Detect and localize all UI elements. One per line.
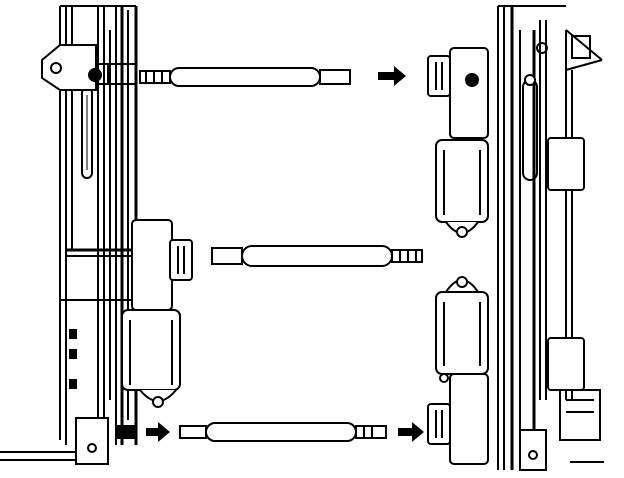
upper-shaft: [139, 67, 351, 87]
right-track-assembly: [497, 5, 604, 471]
middle-shaft: [211, 245, 423, 267]
left-motor-assembly: [121, 219, 193, 408]
lower-shaft: [179, 422, 387, 442]
lower-right-arrow: [398, 422, 424, 442]
lower-left-arrow: [146, 422, 170, 442]
upper-arrow: [378, 66, 406, 86]
right-lower-motor-assembly: [427, 276, 489, 465]
right-upper-motor-assembly: [427, 47, 489, 238]
